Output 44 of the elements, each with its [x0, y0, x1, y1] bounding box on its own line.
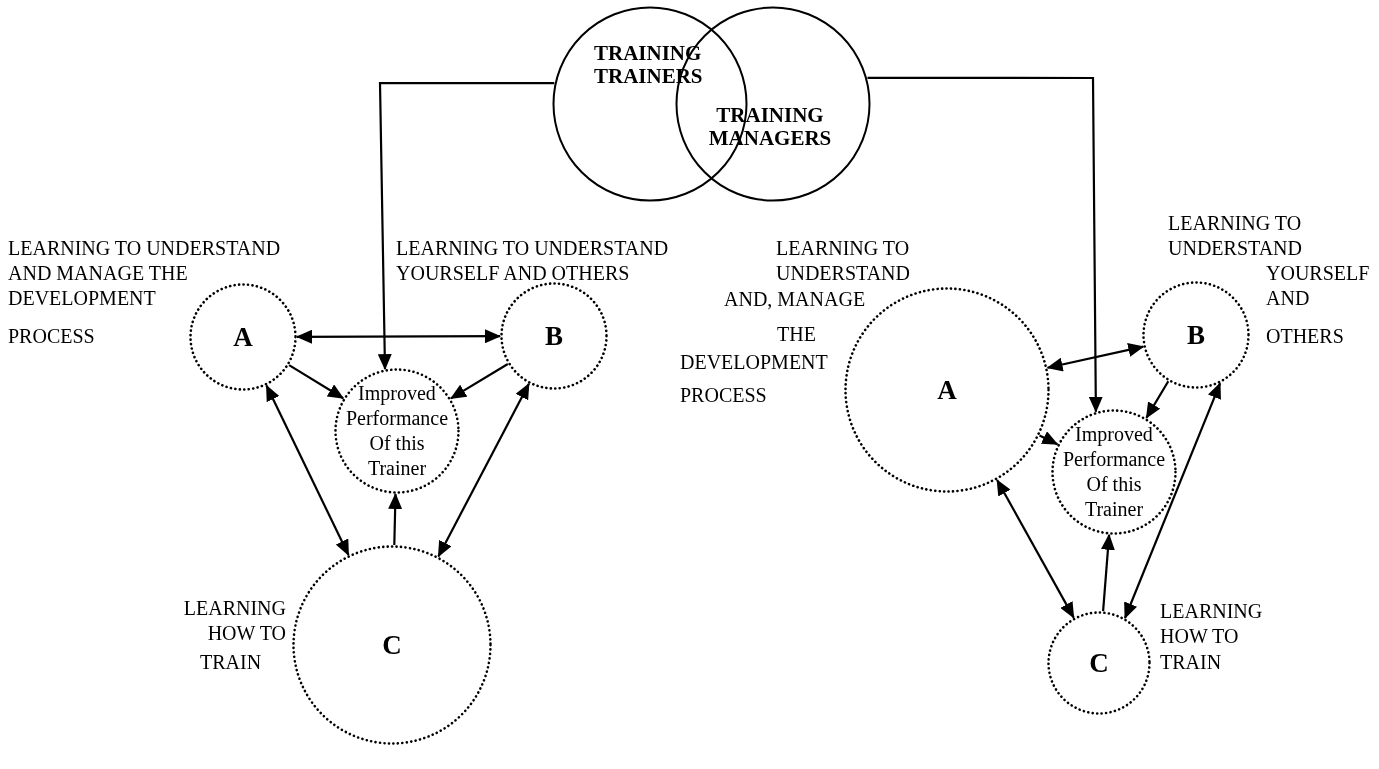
circle-label: Improved Performance Of this Trainer	[344, 381, 450, 481]
circle-caption: TRAIN	[200, 650, 263, 675]
arrow	[288, 364, 345, 400]
arrow	[296, 329, 501, 344]
circle-caption: LEARNING TO UNDERSTAND	[776, 236, 911, 286]
dotted-circle	[1142, 281, 1250, 389]
circle-letter: C	[382, 631, 402, 659]
circle-caption: LEARNING TO UNDERSTAND AND MANAGE THE DEVELOPMENT	[8, 236, 282, 311]
circle-label: Improved Performance Of this Trainer	[1061, 422, 1167, 522]
arrow	[450, 363, 509, 400]
circle-caption: LEARNING HOW TO	[182, 596, 286, 646]
arrow	[388, 493, 403, 546]
arrow	[1100, 533, 1115, 612]
circle-caption: LEARNING TO UNDERSTAND	[1168, 211, 1303, 261]
circle-caption: OTHERS	[1266, 324, 1345, 349]
dotted-circle	[500, 282, 608, 390]
circle-letter: A	[937, 376, 957, 404]
circle-caption: LEARNING HOW TO	[1160, 599, 1264, 649]
circle-caption: PROCESS	[680, 383, 768, 408]
dotted-circle	[1051, 409, 1177, 535]
arrow	[1124, 382, 1222, 619]
circle-caption: DEVELOPMENT	[680, 350, 829, 375]
arrow	[1145, 380, 1170, 419]
dotted-circle	[334, 368, 460, 494]
circle-letter: A	[233, 323, 253, 351]
circle-caption: THE	[777, 322, 817, 347]
dotted-circle	[292, 545, 492, 745]
circle-caption: AND, MANAGE	[724, 287, 867, 312]
circle-caption: TRAIN	[1160, 650, 1223, 675]
circle-letter: B	[1187, 321, 1205, 349]
arrow	[437, 382, 530, 558]
arrow	[1046, 343, 1145, 372]
dotted-circle	[189, 283, 297, 391]
arrow	[867, 76, 1103, 413]
circle-letter: C	[1089, 649, 1109, 677]
circle-caption: LEARNING TO UNDERSTAND YOURSELF AND OTHERS	[396, 236, 670, 286]
arrow	[265, 384, 350, 556]
arrow	[996, 479, 1075, 619]
circle-caption: YOURSELF AND	[1266, 261, 1371, 311]
arrow	[1039, 431, 1059, 446]
circle-caption: PROCESS	[8, 324, 96, 349]
arrow	[377, 81, 555, 371]
dotted-circle	[1047, 611, 1151, 715]
circle-letter: B	[545, 322, 563, 350]
